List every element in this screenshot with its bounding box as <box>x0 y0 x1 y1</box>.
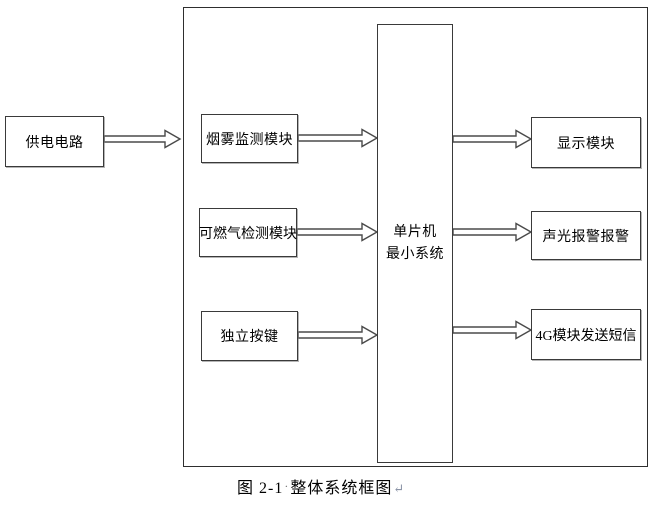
box-4g-sms-module-label: 4G模块发送短信 <box>535 328 637 344</box>
box-gas-detection-label: 可燃气检测模块 <box>199 226 297 242</box>
box-display-module: 显示模块 <box>531 117 641 168</box>
box-mcu-label-line2: 最小系统 <box>386 246 444 262</box>
box-independent-keys-label: 独立按键 <box>220 330 279 345</box>
arrow-gas-to-mcu <box>296 222 379 242</box>
arrow-mcu-to-sms <box>452 320 533 340</box>
box-sound-light-alarm-label: 声光报警报警 <box>542 229 630 245</box>
box-display-module-label: 显示模块 <box>557 136 615 152</box>
arrow-power-to-system <box>103 129 182 149</box>
arrow-keys-to-mcu <box>297 325 379 345</box>
arrow-smoke-to-mcu <box>297 128 379 148</box>
box-power-supply-label: 供电电路 <box>25 135 84 151</box>
box-power-supply: 供电电路 <box>5 116 104 167</box>
system-boundary-box <box>183 7 648 467</box>
box-independent-keys: 独立按键 <box>201 311 298 361</box>
figure-caption: 图 2-1·整体系统框图↵ <box>237 474 405 498</box>
figure-caption-title: 整体系统框图 <box>290 480 393 497</box>
arrow-mcu-to-alarm <box>452 222 533 242</box>
box-mcu-minimal-system: 单片机 最小系统 <box>377 24 453 463</box>
paragraph-return-mark: ↵ <box>393 481 406 496</box>
figure-caption-number: 图 2-1 <box>237 480 284 497</box>
box-smoke-monitor-label: 烟雾监测模块 <box>206 132 293 148</box>
box-gas-detection-module: 可燃气检测模块 <box>199 208 297 257</box>
box-4g-sms-module: 4G模块发送短信 <box>531 309 641 360</box>
box-smoke-monitor-module: 烟雾监测模块 <box>201 114 298 163</box>
space-format-mark: · <box>284 479 290 493</box>
box-sound-light-alarm: 声光报警报警 <box>531 211 641 260</box>
box-mcu-label-line1: 单片机 <box>393 224 437 240</box>
arrow-mcu-to-display <box>452 129 533 149</box>
